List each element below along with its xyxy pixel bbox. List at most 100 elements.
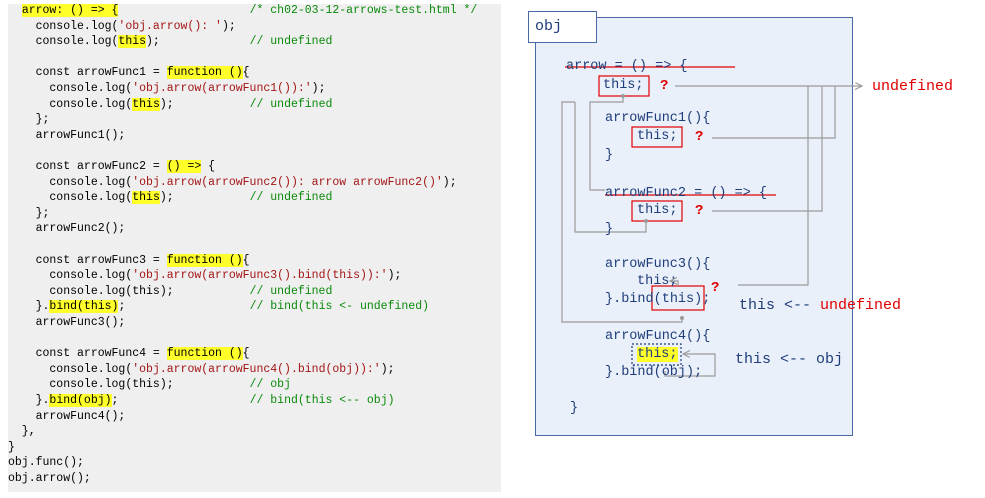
code-line: arrowFunc4(); xyxy=(8,409,126,424)
code-token: ); xyxy=(221,19,236,33)
code-string: 'obj.arrow(arrowFunc4().bind(obj)):' xyxy=(132,362,381,376)
code-line: console.log('obj.arrow(): '); xyxy=(8,20,236,34)
link-func3-outer xyxy=(561,101,683,323)
code-token: console.log( xyxy=(8,175,133,189)
code-token: arrowFunc4(); xyxy=(8,409,126,423)
code-line: console.log('obj.arrow(arrowFunc4().bind… xyxy=(8,362,395,377)
code-line: }, xyxy=(8,425,36,439)
func3-question: ? xyxy=(711,280,720,296)
code-line: const arrowFunc2 = () => { xyxy=(8,160,215,174)
code-token: obj.func(); xyxy=(8,456,84,470)
code-line: console.log('obj.arrow(arrowFunc1()):'); xyxy=(8,82,325,96)
code-line: console.log(this); // undefined xyxy=(8,191,332,205)
code-token: } xyxy=(8,440,15,454)
code-highlight: bind(obj) xyxy=(49,394,112,407)
code-highlight: this xyxy=(132,191,160,205)
func2-question: ? xyxy=(695,203,704,219)
code-comment: // undefined xyxy=(249,284,333,298)
code-comment: // bind(this <-- obj) xyxy=(249,394,395,407)
code-token: }; xyxy=(8,206,50,220)
code-token: arrowFunc2(); xyxy=(8,222,126,236)
code-token: ); xyxy=(380,362,395,376)
code-token: { xyxy=(242,347,250,361)
func3-bind-this: this xyxy=(661,292,695,307)
code-panel: arrow: () => { /* ch02-03-12-arrows-test… xyxy=(8,4,501,492)
code-line: }.bind(this); // bind(this <- undefined) xyxy=(8,300,429,314)
func4-bind: }.bind(obj); xyxy=(605,365,703,380)
code-highlight: function () xyxy=(166,66,243,80)
code-token: { xyxy=(201,160,216,173)
link-func1 xyxy=(712,86,836,139)
code-highlight: this xyxy=(132,97,160,111)
code-token: console.log(this); xyxy=(8,284,250,298)
func1-header: arrowFunc1(){ xyxy=(605,111,711,126)
code-token: const arrowFunc3 = xyxy=(8,253,167,267)
this-undefined-label: this <-- undefined xyxy=(739,297,901,315)
code-line: obj.arrow(); xyxy=(8,472,91,486)
func2-header: arrowFunc2 = () => { xyxy=(605,186,768,201)
code-token: ); xyxy=(159,97,250,111)
code-line: console.log(this); // undefined xyxy=(8,285,332,299)
code-token: ; xyxy=(118,300,250,314)
code-line: console.log('obj.arrow(arrowFunc3().bind… xyxy=(8,269,401,283)
code-token: console.log( xyxy=(8,362,133,376)
code-string: 'obj.arrow(): ' xyxy=(118,19,222,33)
code-highlight: arrow: () => { xyxy=(21,4,119,17)
func4-this-text: this; xyxy=(637,347,678,362)
code-comment: // bind(this <- undefined) xyxy=(249,300,429,314)
link-func3-bind xyxy=(738,86,809,286)
code-token: { xyxy=(242,66,250,80)
func4-header: arrowFunc4(){ xyxy=(605,329,711,344)
code-line: console.log(this); // undefined xyxy=(8,35,332,49)
code-string: 'obj.arrow(arrowFunc2()): arrow arrowFun… xyxy=(132,175,443,189)
code-token: ); xyxy=(387,269,402,283)
code-token: console.log(this); xyxy=(8,378,250,392)
box-func1-this xyxy=(631,126,683,148)
func3-bind-post: ); xyxy=(694,292,711,307)
func1-close: } xyxy=(605,148,614,163)
code-highlight: this xyxy=(118,35,147,49)
code-token: ; xyxy=(111,394,250,407)
code-line: const arrowFunc1 = function (){ xyxy=(8,66,250,80)
link-func3-this xyxy=(670,281,679,286)
code-string: 'obj.arrow(arrowFunc3().bind(this)):' xyxy=(132,269,388,283)
obj-box xyxy=(535,17,853,436)
func1-question: ? xyxy=(695,129,704,145)
code-line: arrowFunc1(); xyxy=(8,128,126,143)
code-token: arrowFunc3(); xyxy=(8,316,126,329)
code-highlight: bind(this) xyxy=(49,300,119,314)
code-line: obj.func(); xyxy=(8,456,84,470)
this-obj-label: this <-- obj xyxy=(735,351,844,368)
code-token: }. xyxy=(8,300,50,314)
func3-this: this; xyxy=(637,274,678,289)
code-line: }.bind(obj); // bind(this <-- obj) xyxy=(8,394,395,408)
code-token: ); xyxy=(146,35,250,49)
arrow-this: this; xyxy=(603,78,644,93)
code-highlight: () => xyxy=(166,160,202,173)
code-line: }; xyxy=(8,206,50,221)
this-undefined-value: undefined xyxy=(820,297,902,314)
code-token: arrowFunc1(); xyxy=(8,128,126,142)
code-token: console.log( xyxy=(8,19,119,33)
box-func4-this xyxy=(631,343,682,366)
code-token: console.log( xyxy=(8,269,133,283)
code-string: 'obj.arrow(arrowFunc1()):' xyxy=(132,82,312,95)
code-token: }; xyxy=(8,113,50,127)
code-comment: /* ch02-03-12-arrows-test.html */ xyxy=(249,4,478,17)
code-line: } xyxy=(8,441,15,455)
code-token: ); xyxy=(311,82,326,95)
link-arrow-to-func1 xyxy=(589,96,624,191)
code-comment: // undefined xyxy=(249,35,333,49)
code-line: console.log('obj.arrow(arrowFunc2()): ar… xyxy=(8,175,456,190)
this-undefined-prefix: this <-- xyxy=(739,297,821,314)
code-line: const arrowFunc3 = function (){ xyxy=(8,253,250,268)
undefined-label: undefined xyxy=(872,78,954,95)
code-token: ); xyxy=(159,191,250,205)
code-line: arrowFunc2(); xyxy=(8,222,126,236)
code-line: arrowFunc3(); xyxy=(8,316,126,330)
func4-this: this; xyxy=(637,346,678,364)
code-line: const arrowFunc4 = function (){ xyxy=(8,347,250,361)
link-func2-to-arrow xyxy=(574,102,647,233)
code-comment: // undefined xyxy=(249,191,333,205)
